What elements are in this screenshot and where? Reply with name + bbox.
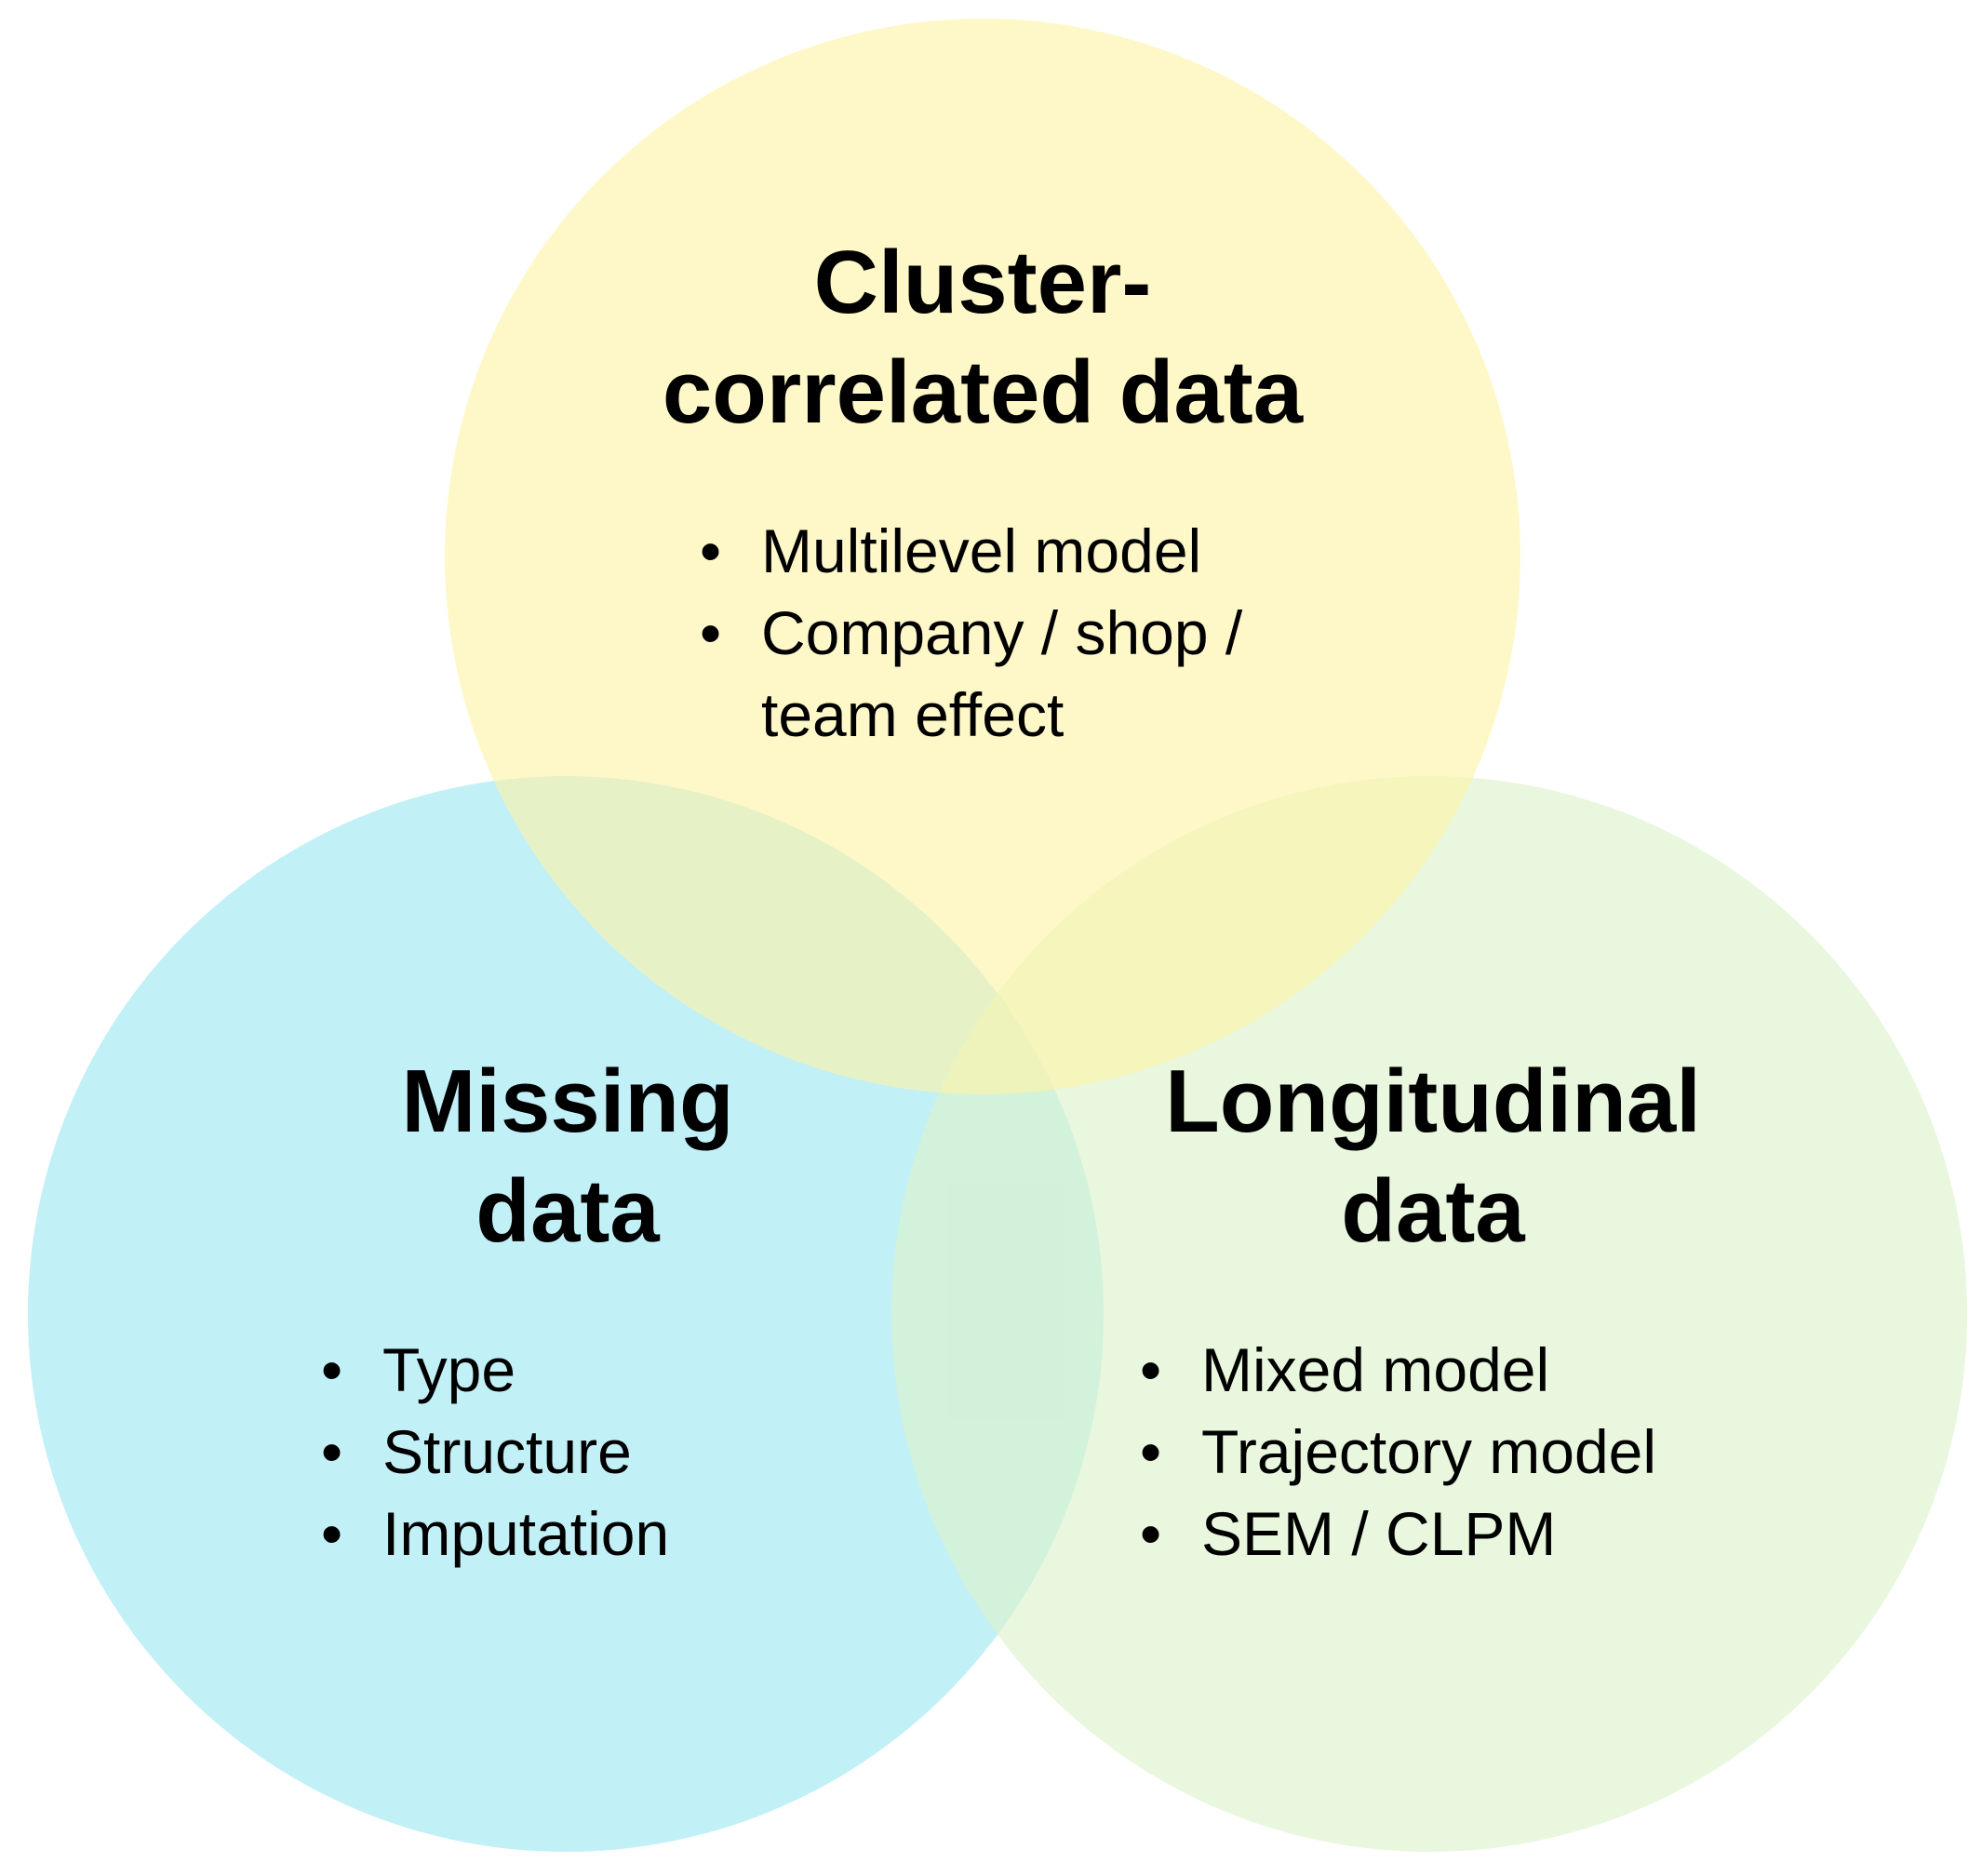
missing-data-list: Type Structure Imputation (321, 1329, 879, 1574)
longitudinal-title-line-2: data (1341, 1161, 1525, 1261)
longitudinal-title-line-1: Longitudinal (1165, 1052, 1701, 1151)
list-item: SEM / CLPM (1140, 1493, 1810, 1574)
cluster-title-line-1: Cluster- (813, 233, 1152, 332)
list-item: Type (321, 1329, 879, 1411)
list-item: Mixed model (1140, 1329, 1810, 1411)
list-item-text: team effect (761, 680, 1065, 749)
cluster-correlated-list: Multilevel model Company / shop / team e… (700, 510, 1351, 756)
list-item-continuation: team effect (700, 674, 1351, 756)
missing-data-title: Missing data (288, 1047, 847, 1266)
list-item: Structure (321, 1411, 879, 1493)
longitudinal-data-title: Longitudinal data (1098, 1047, 1768, 1266)
cluster-correlated-title: Cluster- correlated data (538, 228, 1427, 448)
list-item: Company / shop / (700, 592, 1351, 674)
list-item: Trajectory model (1140, 1411, 1810, 1493)
longitudinal-data-list: Mixed model Trajectory model SEM / CLPM (1140, 1329, 1810, 1574)
list-item: Imputation (321, 1493, 879, 1574)
list-item: Multilevel model (700, 510, 1351, 592)
missing-title-line-1: Missing (401, 1052, 734, 1151)
cluster-title-line-2: correlated data (662, 342, 1304, 442)
missing-title-line-2: data (475, 1161, 660, 1261)
